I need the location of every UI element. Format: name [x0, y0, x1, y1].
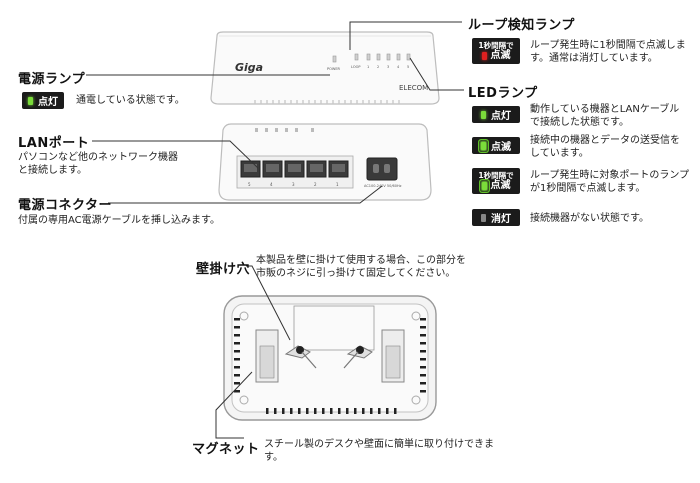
front-label-3: 3 [387, 65, 389, 69]
port-number-5: 5 [248, 182, 251, 187]
bottom-vent-slots [266, 408, 397, 414]
loop-lamp-title: ループ検知ランプ [468, 18, 575, 33]
led-lamp-title: LEDランプ [468, 86, 538, 101]
lan-port-desc: パソコンなど他のネットワーク機器と接続します。 [18, 152, 178, 176]
led-blink-desc: 接続中の機器とデータの送受信をしています。 [530, 135, 680, 159]
gray-led-icon [481, 213, 486, 222]
front-label-loop: LOOP [351, 65, 360, 69]
front-label-power: POWER [327, 67, 341, 71]
front-label-1: 1 [367, 65, 369, 69]
green-led-icon [481, 110, 486, 119]
wall-hole-desc: 本製品を壁に掛けて使用する場合、この部分を市販のネジに引っ掛けて固定してください… [256, 255, 466, 279]
led-loop-badge-line1: 1秒間隔で [478, 171, 514, 180]
right-vent-slots [420, 318, 426, 393]
led-off-desc: 接続機器がない状態です。 [530, 213, 649, 224]
giga-logo: Giga [235, 61, 263, 74]
front-label-4: 4 [397, 65, 400, 69]
loop-lamp-badge: 1秒間隔で 点滅 [472, 38, 520, 64]
switch-front-view: Giga ELECOM POWER LOOP 1 2 3 4 5 [210, 31, 440, 105]
blinking-green-led-icon [481, 182, 487, 190]
front-label-2: 2 [377, 65, 379, 69]
port-number-4: 4 [270, 182, 273, 187]
loop-lamp-desc: ループ発生時に1秒間隔で点滅します。通常は消灯しています。 [530, 40, 686, 64]
switch-bottom-view [223, 295, 437, 421]
magnet-title: マグネット [192, 442, 260, 457]
loop-lamp-badge-line2: 点滅 [490, 50, 511, 61]
green-led-icon [28, 96, 33, 105]
power-connector-title: 電源コネクター [18, 198, 112, 213]
wall-hole-right [343, 345, 373, 369]
lan-port-title: LANポート [18, 136, 90, 151]
port-number-3: 3 [292, 182, 295, 187]
power-lamp-badge: 点灯 [22, 92, 64, 109]
elecom-logo: ELECOM [399, 84, 428, 92]
power-lamp-badge-label: 点灯 [38, 97, 58, 108]
port-number-2: 2 [314, 182, 317, 187]
front-led-row [332, 53, 411, 63]
front-vent [254, 100, 400, 104]
corner-circles [239, 311, 421, 405]
blinking-green-led-icon [481, 141, 486, 150]
loop-lamp-badge-line1: 1秒間隔で [478, 41, 514, 50]
led-on-desc: 動作している機器とLANケーブルで接続した状態です。 [530, 104, 680, 128]
port-number-1: 1 [336, 182, 339, 187]
led-loop-badge: 1秒間隔で 点滅 [472, 168, 520, 194]
power-lamp-desc: 通電している状態です。 [76, 95, 185, 106]
power-connector [366, 157, 398, 181]
power-rating-label: AC100-240V 50/60Hz [364, 184, 402, 188]
led-on-badge: 点灯 [472, 106, 520, 123]
magnet-desc: スチール製のデスクや壁面に簡単に取り付けできます。 [264, 439, 494, 463]
led-loop-desc: ループ発生時に対象ポートのランプが1秒間隔で点滅します。 [530, 170, 690, 194]
led-loop-badge-line2: 点滅 [490, 180, 511, 191]
led-on-badge-label: 点灯 [491, 111, 511, 122]
led-off-badge: 消灯 [472, 209, 520, 226]
wall-hole-left [284, 345, 317, 369]
left-vent-slots [234, 318, 240, 393]
power-lamp-title: 電源ランプ [18, 72, 86, 87]
wall-hole-title: 壁掛け穴 [196, 262, 251, 277]
led-blink-badge: 点滅 [472, 137, 520, 154]
lan-ports-group [240, 160, 349, 178]
power-connector-desc: 付属の専用AC電源ケーブルを挿し込みます。 [18, 215, 221, 226]
front-label-5: 5 [407, 65, 409, 69]
led-blink-badge-label: 点滅 [491, 142, 511, 153]
led-off-badge-label: 消灯 [491, 214, 511, 225]
red-led-icon [481, 52, 487, 60]
switch-back-view: 5 4 3 2 1 AC100-240V 50/60Hz [218, 123, 432, 201]
